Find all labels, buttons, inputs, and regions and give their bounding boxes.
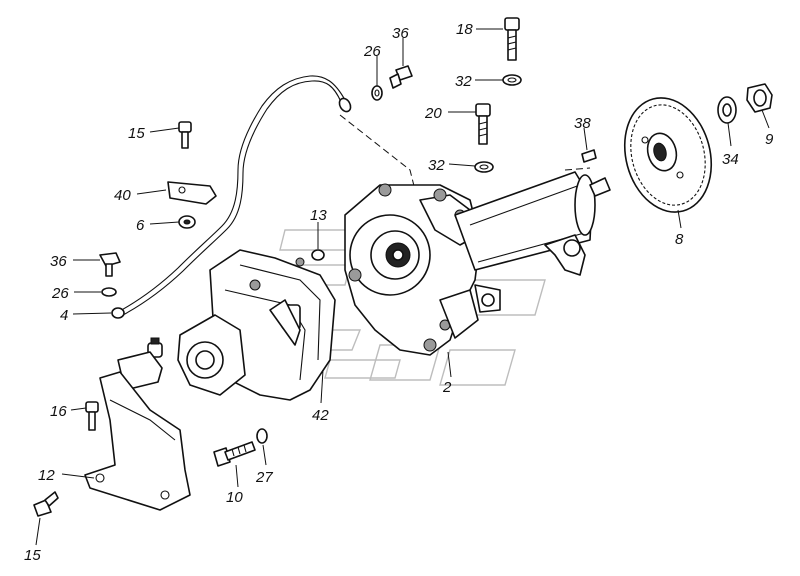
callout-32-top: 32 <box>455 73 472 90</box>
key-38 <box>581 149 597 163</box>
washer-32-mid <box>474 161 494 173</box>
washer-27 <box>256 428 268 444</box>
callout-10: 10 <box>226 489 243 506</box>
assembly-guide-line <box>339 114 416 191</box>
callout-32-mid: 32 <box>428 157 445 174</box>
callout-15-bottom: 15 <box>24 547 41 564</box>
callout-20: 20 <box>424 105 442 122</box>
callout-36-top: 36 <box>392 25 409 42</box>
fuel-line-tube <box>111 75 352 319</box>
fuel-pump <box>177 249 336 401</box>
drive-shaft-housing <box>454 171 611 313</box>
drive-housing <box>344 183 481 356</box>
bolt-16 <box>85 401 99 431</box>
bolt-36-top <box>389 65 413 89</box>
bolt-20 <box>475 103 491 145</box>
callout-42: 42 <box>312 407 329 424</box>
callout-38: 38 <box>574 115 591 132</box>
gear <box>623 97 713 213</box>
support-bracket-12 <box>84 371 191 511</box>
callout-2: 2 <box>442 379 452 396</box>
assembly-guide-line-2 <box>564 167 591 171</box>
callout-18: 18 <box>456 21 473 38</box>
callout-34: 34 <box>722 151 739 168</box>
callout-6: 6 <box>136 217 145 234</box>
callout-26-left: 26 <box>51 285 69 302</box>
callout-13: 13 <box>310 207 327 224</box>
callout-9: 9 <box>765 131 774 148</box>
bolt-18 <box>504 17 520 61</box>
nut-9 <box>746 83 773 113</box>
washer-32-top <box>502 74 522 86</box>
callout-36-left: 36 <box>50 253 67 270</box>
callout-27: 27 <box>255 469 273 486</box>
bracket-40 <box>167 181 217 205</box>
fitting-6 <box>178 215 196 229</box>
callout-26-top: 26 <box>363 43 381 60</box>
washer-26-top <box>371 85 383 101</box>
callout-40: 40 <box>114 187 131 204</box>
leader-lines <box>35 28 770 546</box>
callout-labels: 18 36 26 32 20 38 15 32 34 9 40 6 13 36 … <box>24 21 774 564</box>
washer-13 <box>311 249 325 261</box>
callout-15-top: 15 <box>128 125 145 142</box>
callout-16: 16 <box>50 403 67 420</box>
bolt-36-left <box>99 252 121 277</box>
bolt-15-bottom <box>33 491 59 517</box>
callout-8: 8 <box>675 231 684 248</box>
callout-12: 12 <box>38 467 55 484</box>
washer-26-left <box>101 287 117 297</box>
washer-34 <box>717 96 737 124</box>
bolt-10 <box>213 441 256 467</box>
callout-4: 4 <box>60 307 68 324</box>
bolt-15-top <box>178 121 192 149</box>
